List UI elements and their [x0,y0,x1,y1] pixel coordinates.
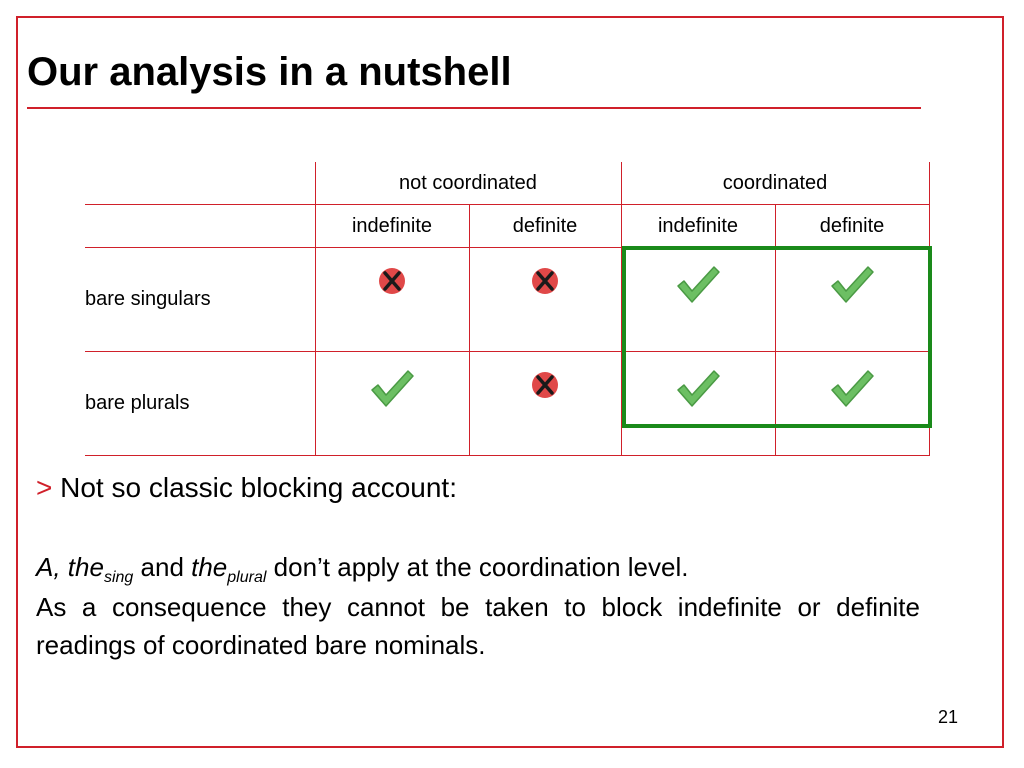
check-icon [831,370,874,407]
table-row: bare plurals [85,351,930,456]
sub-header-row: indefinite definite indefinite definite [85,204,930,248]
bullet-marker: > [36,472,53,503]
check-icon [677,370,720,407]
title-underline [27,107,921,109]
group-header-row: not coordinated coordinated [85,162,930,205]
term-a-the: A, the [36,552,104,582]
text-and: and [133,552,192,582]
mark-cell [468,247,622,352]
slide-frame [16,16,1004,748]
check-icon [677,266,720,303]
cross-icon [379,268,405,294]
subscript-sing: sing [103,569,134,587]
group-header-coordinated: coordinated [620,162,930,205]
group-header-not-coordinated: not coordinated [314,162,622,205]
slide-title: Our analysis in a nutshell [27,50,512,94]
subscript-plural: plural [227,569,267,587]
mark-cell [620,247,776,352]
results-table: not coordinated coordinated indefinite d… [85,162,930,456]
row-label-bare-plurals: bare plurals [85,351,316,456]
check-icon [371,370,414,407]
body-paragraph-1: A, thesing and theplural don’t apply at … [36,552,688,587]
mark-cell [314,247,470,352]
term-the: the [191,552,228,582]
mark-cell [774,351,930,456]
mark-cell [620,351,776,456]
cross-icon [532,372,558,398]
table-row: bare singulars [85,247,930,352]
mark-cell [774,247,930,352]
mark-cell [314,351,470,456]
empty-subheader-cell [85,204,316,248]
sub-header-cell: definite [774,204,930,248]
row-label-bare-singulars: bare singulars [85,247,316,352]
sub-header-cell: definite [468,204,622,248]
text-rest: don’t apply at the coordination level. [266,552,689,582]
check-icon [831,266,874,303]
cross-icon [532,268,558,294]
page-number: 21 [938,707,959,727]
sub-header-cell: indefinite [314,204,470,248]
empty-header-cell [85,162,316,205]
bullet-text: Not so classic blocking account: [60,472,457,503]
body-paragraph-2: As a consequence they cannot be taken to… [36,592,920,660]
mark-cell [468,351,622,456]
bullet-line: > Not so classic blocking account: [36,472,457,504]
sub-header-cell: indefinite [620,204,776,248]
